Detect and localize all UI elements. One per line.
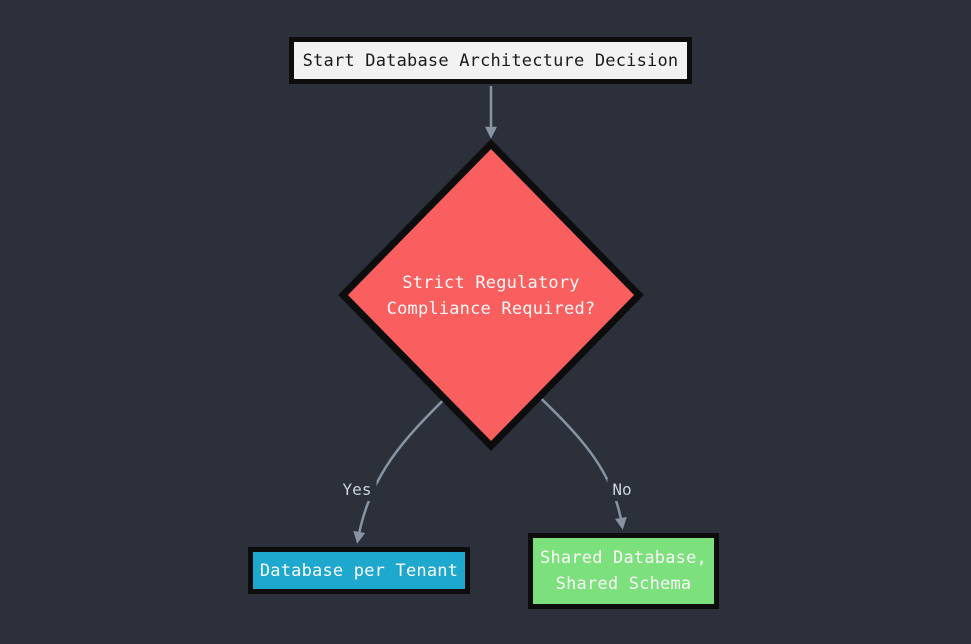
decision-diamond-shape [338,138,644,452]
tenant-node: Database per Tenant [248,547,470,594]
start-node: Start Database Architecture Decision [289,37,692,84]
shared-node-label-line2: Shared Schema [555,574,692,594]
decision-label-line2: Compliance Required? [386,299,596,319]
shared-node: Shared Database, Shared Schema [528,533,719,609]
edge-label-yes: Yes [337,479,377,501]
decision-label-line1: Strict Regulatory [402,273,580,293]
start-node-label: Start Database Architecture Decision [302,50,679,71]
decision-node-label: Strict Regulatory Compliance Required? [341,270,641,322]
tenant-node-label: Database per Tenant [259,560,459,581]
shared-node-label-line1: Shared Database, [540,548,707,568]
edge-label-no: No [607,479,637,501]
